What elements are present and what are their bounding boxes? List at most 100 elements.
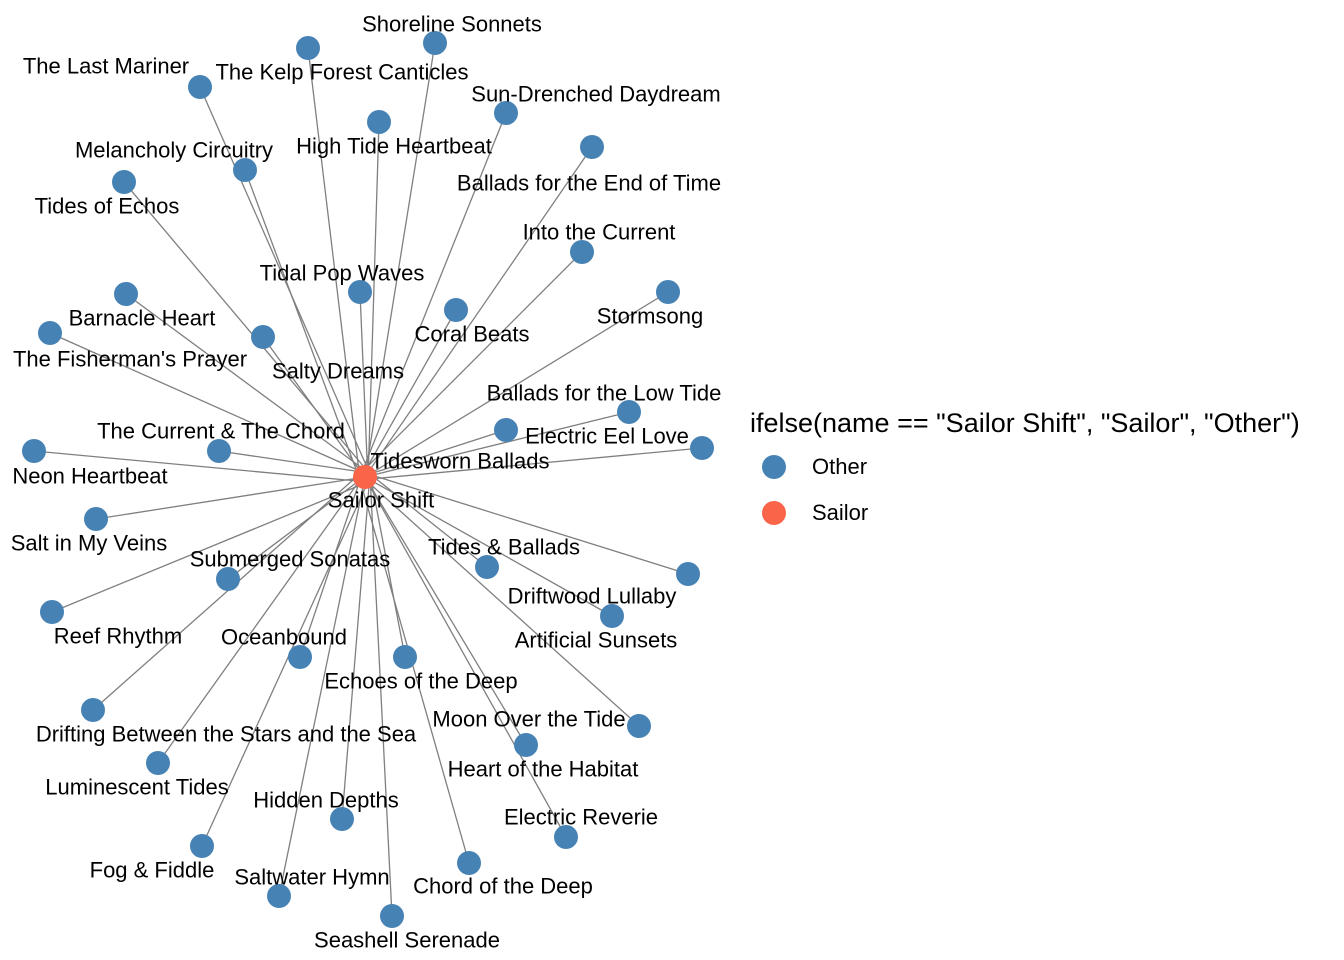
node-coral-beats [444, 298, 468, 322]
node-label-ballads-for-the-low-tide: Ballads for the Low Tide [487, 381, 722, 406]
edge-ballads-for-the-end-of-time [364, 146, 593, 478]
legend-item-sailor: Sailor [750, 495, 1300, 531]
node-hidden-depths [330, 807, 354, 831]
node-label-neon-heartbeat: Neon Heartbeat [12, 464, 167, 489]
node-label-echoes-of-the-deep: Echoes of the Deep [324, 669, 517, 694]
legend-item-other: Other [750, 449, 1300, 485]
node-label-shoreline-sonnets: Shoreline Sonnets [362, 12, 542, 37]
node-electric-reverie [554, 825, 578, 849]
node-shoreline-sonnets [423, 31, 447, 55]
node-tidesworn-ballads [494, 418, 518, 442]
node-ballads-for-the-low-tide [617, 400, 641, 424]
node-sun-drenched-daydream [494, 101, 518, 125]
edge-fog-and-fiddle [201, 481, 369, 847]
edge-echoes-of-the-deep [369, 473, 406, 658]
edge-electric-eel-love [359, 447, 703, 481]
node-the-kelp-forest-canticles [296, 36, 320, 60]
edge-hidden-depths [341, 473, 371, 820]
node-stormsong [656, 280, 680, 304]
edge-coral-beats [359, 309, 457, 481]
edge-electric-reverie [361, 471, 567, 838]
legend-label-other: Other [812, 454, 868, 479]
edge-shoreline-sonnets [364, 42, 436, 478]
node-tidal-pop-waves [348, 280, 372, 304]
node-label-coral-beats: Coral Beats [415, 322, 530, 347]
node-label-salty-dreams: Salty Dreams [272, 359, 404, 384]
edge-artificial-sunsets [364, 476, 613, 617]
edge-salty-dreams [262, 336, 369, 483]
edge-tidal-pop-waves [359, 291, 369, 483]
node-label-drifting-between-the-stars-and-the-sea: Drifting Between the Stars and the Sea [36, 722, 417, 747]
node-the-current-and-the-chord [207, 439, 231, 463]
edge-oceanbound [299, 479, 361, 658]
node-artificial-sunsets [600, 604, 624, 628]
edge-layer [33, 42, 703, 917]
node-submerged-sonatas [216, 567, 240, 591]
node-oceanbound [288, 645, 312, 669]
node-label-the-kelp-forest-canticles: The Kelp Forest Canticles [215, 60, 468, 85]
node-label-artificial-sunsets: Artificial Sunsets [515, 628, 678, 653]
node-label-reef-rhythm: Reef Rhythm [54, 624, 182, 649]
node-salt-in-my-veins [84, 507, 108, 531]
node-luminescent-tides [146, 751, 170, 775]
legend-key-sailor [762, 501, 786, 525]
node-label-barnacle-heart: Barnacle Heart [69, 306, 216, 331]
node-tides-of-echos [112, 170, 136, 194]
node-label-stormsong: Stormsong [597, 304, 703, 329]
node-label-ballads-for-the-end-of-time: Ballads for the End of Time [457, 171, 721, 196]
node-label-tidesworn-ballads: Tidesworn Ballads [371, 449, 550, 474]
edge-the-fisherman-s-prayer [49, 332, 363, 473]
node-label-luminescent-tides: Luminescent Tides [45, 775, 228, 800]
node-fog-and-fiddle [190, 834, 214, 858]
node-label-seashell-serenade: Seashell Serenade [314, 928, 500, 953]
node-the-last-mariner [188, 75, 212, 99]
node-neon-heartbeat [22, 439, 46, 463]
edge-driftwood-lullaby [361, 471, 689, 575]
edge-neon-heartbeat [33, 450, 369, 483]
node-label-the-last-mariner: The Last Mariner [23, 54, 189, 79]
node-the-fisherman-s-prayer [38, 321, 62, 345]
node-label-driftwood-lullaby: Driftwood Lullaby [508, 584, 677, 609]
node-chord-of-the-deep [457, 851, 481, 875]
node-drifting-between-the-stars-and-the-sea [81, 698, 105, 722]
edge-the-last-mariner [199, 86, 371, 475]
node-label-tidal-pop-waves: Tidal Pop Waves [260, 261, 425, 286]
node-tides-and-ballads [475, 555, 499, 579]
node-ballads-for-the-end-of-time [580, 135, 604, 159]
node-label-the-current-and-the-chord: The Current & The Chord [97, 419, 345, 444]
edge-saltwater-hymn [278, 476, 366, 897]
legend-label-sailor: Sailor [812, 500, 869, 525]
node-label-fog-and-fiddle: Fog & Fiddle [90, 858, 215, 883]
node-label-saltwater-hymn: Saltwater Hymn [234, 865, 389, 890]
node-label-tides-and-ballads: Tides & Ballads [428, 535, 580, 560]
node-label-electric-eel-love: Electric Eel Love [525, 424, 689, 449]
node-melancholy-circuitry [233, 158, 257, 182]
edge-into-the-current [361, 251, 583, 473]
edge-luminescent-tides [157, 479, 361, 764]
edge-salt-in-my-veins [95, 476, 366, 520]
node-label-electric-reverie: Electric Reverie [504, 805, 658, 830]
legend: ifelse(name == "Sailor Shift", "Sailor",… [750, 408, 1300, 531]
node-label-sun-drenched-daydream: Sun-Drenched Daydream [471, 82, 720, 107]
node-heart-of-the-habitat [514, 733, 538, 757]
node-label-chord-of-the-deep: Chord of the Deep [413, 874, 593, 899]
node-salty-dreams [251, 325, 275, 349]
node-label-into-the-current: Into the Current [523, 220, 676, 245]
node-label-moon-over-the-tide: Moon Over the Tide [432, 707, 625, 732]
node-layer [22, 31, 714, 928]
edge-chord-of-the-deep [359, 479, 470, 864]
node-label-hidden-depths: Hidden Depths [253, 788, 399, 813]
node-high-tide-heartbeat [367, 110, 391, 134]
edge-barnacle-heart [125, 293, 371, 475]
edge-tides-of-echos [123, 181, 371, 475]
edge-high-tide-heartbeat [367, 121, 380, 483]
node-label-tides-of-echos: Tides of Echos [35, 194, 180, 219]
node-saltwater-hymn [267, 884, 291, 908]
edge-the-current-and-the-chord [218, 450, 363, 473]
node-reef-rhythm [40, 600, 64, 624]
edge-reef-rhythm [51, 481, 369, 613]
edge-stormsong [364, 291, 669, 478]
edge-melancholy-circuitry [244, 169, 361, 481]
edge-the-kelp-forest-canticles [307, 47, 361, 481]
